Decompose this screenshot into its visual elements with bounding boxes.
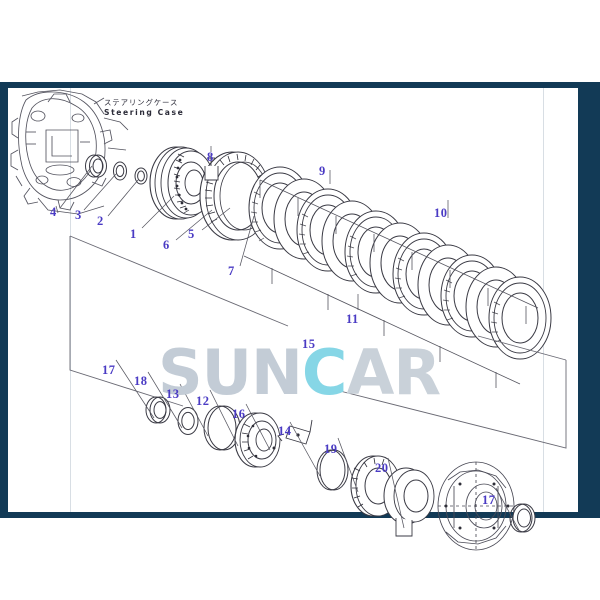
callout-8: 8 <box>207 150 214 164</box>
frame-hairline-left <box>70 88 71 512</box>
callout-17: 17 <box>102 363 116 377</box>
part-17b-seal <box>509 503 536 533</box>
diagram-canvas: SUNCAR ステアリングケース Steering Case 1 2 3 4 5… <box>8 88 578 551</box>
callout-5: 5 <box>188 227 195 241</box>
bracket-leaders <box>243 179 539 388</box>
final-drive-housing <box>437 461 515 551</box>
clutch-drum <box>199 151 271 241</box>
clutch-plate-stack <box>248 166 552 360</box>
seal-group <box>85 154 148 185</box>
callout-19: 19 <box>324 442 338 456</box>
callout-9: 9 <box>319 164 326 178</box>
callout-2: 2 <box>97 214 104 228</box>
callout-10: 10 <box>434 206 448 220</box>
hub-gear-assembly <box>149 146 215 220</box>
callout-18: 18 <box>134 374 148 388</box>
callout-13: 13 <box>166 387 180 401</box>
diagram-artwork <box>10 89 567 551</box>
steering-case-caption: ステアリングケース Steering Case <box>104 98 184 118</box>
callout-3: 3 <box>75 208 82 222</box>
caption-japanese: ステアリングケース <box>104 98 179 107</box>
frame-right-band <box>578 82 600 518</box>
section-outline <box>69 235 567 449</box>
callout-16: 16 <box>232 407 246 421</box>
caption-english: Steering Case <box>104 107 185 117</box>
callout-17-lower: 17 <box>482 493 496 507</box>
callout-12: 12 <box>196 394 210 408</box>
part-8-clamp <box>204 154 219 181</box>
callout-4: 4 <box>50 205 57 219</box>
callout-7: 7 <box>228 264 235 278</box>
part-14-ring <box>316 449 349 491</box>
callout-20: 20 <box>375 461 389 475</box>
callout-1: 1 <box>130 227 137 241</box>
callout-11: 11 <box>346 312 359 326</box>
lower-ring-group <box>145 396 241 451</box>
callout-15: 15 <box>302 337 316 351</box>
part-15-bracket <box>277 419 313 445</box>
callout-6: 6 <box>163 238 170 252</box>
leader-lines <box>55 146 521 533</box>
callout-14: 14 <box>278 424 292 438</box>
steering-case-housing <box>10 89 129 215</box>
carrier-assembly <box>234 412 281 468</box>
part-20-plate <box>383 467 435 537</box>
